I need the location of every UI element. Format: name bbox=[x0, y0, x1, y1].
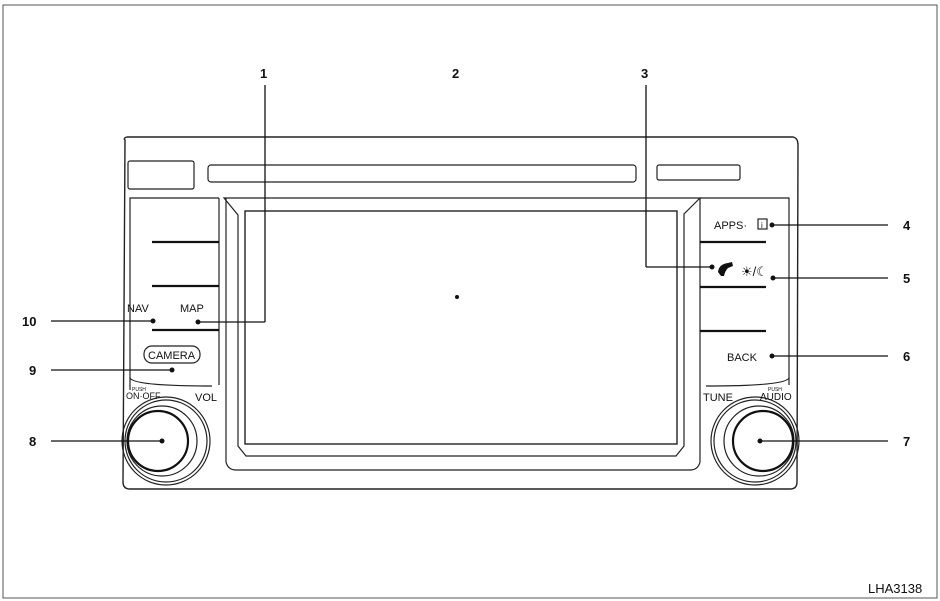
callout-1: 1 bbox=[260, 66, 267, 81]
callout-7: 7 bbox=[903, 434, 910, 449]
callout-3: 3 bbox=[641, 66, 648, 81]
figure-border bbox=[2, 4, 938, 599]
head-unit-bezel bbox=[122, 136, 799, 490]
right-button-panel bbox=[700, 197, 790, 387]
callout-5: 5 bbox=[903, 271, 910, 286]
disc-slot bbox=[207, 164, 637, 183]
callout-10: 10 bbox=[22, 314, 36, 329]
nav-button-label[interactable]: NAV bbox=[127, 303, 149, 315]
camera-button-label: CAMERA bbox=[148, 350, 196, 362]
push-audio-label: PUSH bbox=[768, 387, 782, 393]
callout-leaders bbox=[51, 85, 888, 444]
push-onoff-label: PUSH bbox=[132, 387, 146, 393]
figure-code: LHA3138 bbox=[868, 581, 922, 596]
back-button-label[interactable]: BACK bbox=[727, 352, 758, 364]
onoff-label: ON·OFF bbox=[126, 391, 161, 401]
vol-label: VOL bbox=[195, 392, 217, 404]
phone-icon[interactable] bbox=[718, 262, 733, 276]
left-button-panel bbox=[129, 197, 220, 390]
map-button-label[interactable]: MAP bbox=[180, 303, 204, 315]
info-icon-glyph: i bbox=[761, 221, 763, 230]
screen-area bbox=[244, 210, 678, 445]
audio-label: AUDIO bbox=[760, 392, 792, 403]
info-icon bbox=[757, 218, 768, 230]
left-top-slot bbox=[127, 160, 195, 190]
callout-4: 4 bbox=[903, 218, 911, 233]
callout-6: 6 bbox=[903, 349, 910, 364]
brightness-display-icon[interactable]: ☀/☾ bbox=[741, 264, 768, 279]
tune-label: TUNE bbox=[703, 392, 733, 404]
apps-info-button[interactable]: APPS· i bbox=[714, 218, 768, 232]
camera-button[interactable]: CAMERA bbox=[143, 345, 201, 364]
apps-button-label: APPS· bbox=[714, 220, 747, 232]
display-screen[interactable] bbox=[222, 197, 702, 471]
callout-8: 8 bbox=[29, 434, 36, 449]
callout-9: 9 bbox=[29, 363, 36, 378]
callout-2: 2 bbox=[452, 66, 459, 81]
right-top-slot bbox=[656, 164, 741, 181]
